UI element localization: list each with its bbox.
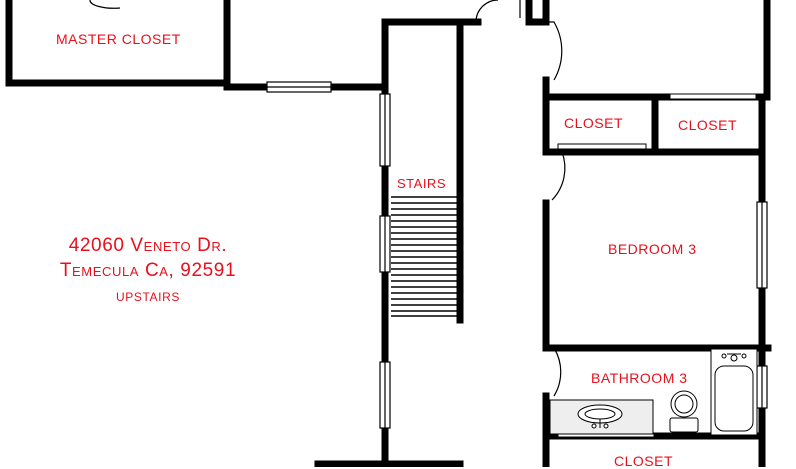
address-street: 42060 Veneto Dr. xyxy=(68,235,228,256)
master-closet-label: MASTER CLOSET xyxy=(56,31,181,47)
bathroom-3-label: BATHROOM 3 xyxy=(591,370,688,386)
sliding-door xyxy=(557,143,647,150)
walls xyxy=(5,0,772,467)
closet-label-left: CLOSET xyxy=(564,115,624,131)
address-city: Temecula Ca, 92591 xyxy=(59,260,237,281)
address-block: 42060 Veneto Dr. Temecula Ca, 92591 upst… xyxy=(30,233,266,308)
door-arc xyxy=(89,0,121,9)
toilet-icon xyxy=(669,390,699,433)
closet-label-right: CLOSET xyxy=(678,117,738,133)
door-arc xyxy=(475,0,499,23)
door-arc xyxy=(546,21,563,81)
sliding-door xyxy=(669,93,757,100)
address-floor: upstairs xyxy=(116,286,180,305)
bathtub-icon xyxy=(710,348,758,436)
door-swings xyxy=(89,0,566,397)
door-arc xyxy=(546,347,562,397)
stair-treads xyxy=(391,196,459,317)
closet-label-bottom: CLOSET xyxy=(614,453,674,469)
bedroom-3-label: BEDROOM 3 xyxy=(608,241,697,257)
stairs-label: STAIRS xyxy=(397,176,446,191)
windows xyxy=(266,81,768,429)
sink xyxy=(549,399,654,435)
door-arc xyxy=(546,151,566,201)
